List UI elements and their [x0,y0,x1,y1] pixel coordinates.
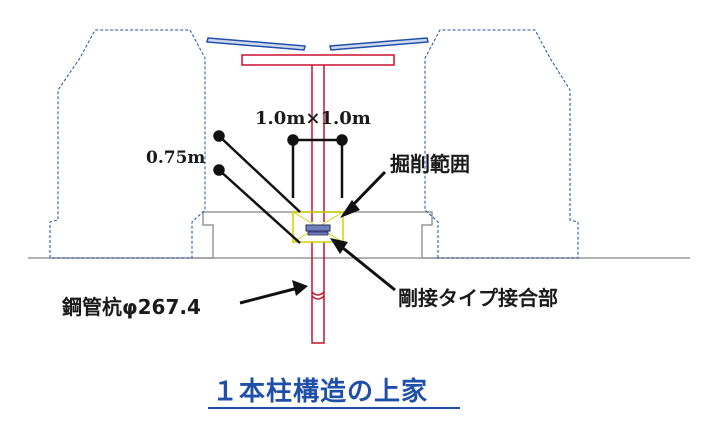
span-label: 1.0m×1.0m [255,108,371,129]
leader-excavation [340,170,387,218]
joint-label: 剛接タイプ接合部 [398,286,558,310]
rigid-joint [305,224,331,236]
leader-joint [330,238,396,292]
roof-panel-left [206,37,306,51]
pile-label: 鋼管杭φ267.4 [62,295,201,319]
ground [28,211,690,259]
roof-panel-right [329,37,429,51]
diagram-title: １本柱構造の上家 [212,376,428,407]
span-dimension [287,134,348,198]
leader-pile [239,280,308,305]
train-car-right [424,29,579,259]
train-car-left [49,29,206,259]
depth-dimension [213,130,301,244]
depth-label: 0.75m [146,148,205,168]
column-frame [241,54,395,344]
excavation-label: 掘削範囲 [390,152,470,176]
